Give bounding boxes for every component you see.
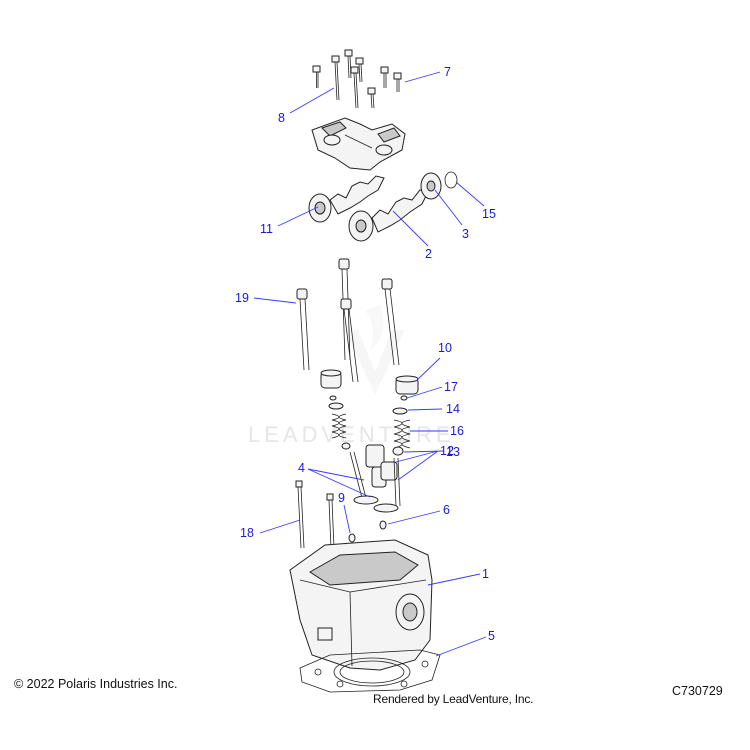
bolt-8b [331, 55, 340, 101]
callout-7: 7 [444, 65, 451, 79]
callout-8: 8 [278, 111, 285, 125]
callout-1: 1 [482, 567, 489, 581]
leader-17 [406, 386, 443, 399]
bolt-7c [367, 87, 376, 109]
bolt-8a [312, 65, 321, 88]
head-bolt-3 [340, 298, 359, 383]
retainer-right [392, 407, 408, 415]
camshaft-intake [308, 175, 385, 223]
valve-seal-left [341, 442, 351, 450]
head-bolt-1 [296, 288, 310, 371]
bolt-7b [393, 72, 402, 92]
leader-2 [392, 210, 429, 247]
leader-9 [343, 504, 351, 534]
cam-carrier [311, 117, 406, 171]
bolt-7a [380, 66, 389, 88]
valve-spring-right [393, 419, 411, 449]
leader-5 [435, 636, 487, 657]
leader-14 [407, 408, 443, 411]
head-gasket [299, 649, 441, 693]
callout-14: 14 [446, 402, 460, 416]
cam-sprocket [420, 172, 442, 200]
stud-bolt-2 [326, 493, 335, 549]
callout-19: 19 [235, 291, 249, 305]
cam-cap-bolts [312, 49, 402, 109]
callout-labels: 7 8 11 2 3 15 19 10 17 14 16 13 4 12 9 6… [235, 65, 496, 643]
leader-3 [434, 189, 463, 226]
leader-7 [404, 71, 441, 83]
head-bolts [296, 258, 400, 383]
leader-12b [395, 450, 439, 463]
callout-18: 18 [240, 526, 254, 540]
valve-guide-left [365, 444, 387, 488]
leader-6 [387, 510, 441, 525]
cylinder-head [289, 539, 433, 671]
keeper-right [400, 395, 408, 401]
retainer-left [328, 402, 344, 410]
keeper-left [329, 395, 337, 401]
valve-guide-right [380, 461, 398, 481]
leader-lines [253, 71, 487, 657]
rendered-by-text: Rendered by LeadVenture, Inc. [373, 692, 534, 706]
callout-15: 15 [482, 207, 496, 221]
watermark-logo-icon [345, 305, 405, 395]
callout-11: 11 [260, 222, 273, 236]
leader-19 [253, 297, 297, 304]
copyright-text: © 2022 Polaris Industries Inc. [14, 677, 178, 691]
leader-4b [307, 468, 371, 498]
callout-3: 3 [462, 227, 469, 241]
callout-17: 17 [444, 380, 458, 394]
leader-10 [415, 357, 441, 382]
callout-6: 6 [443, 503, 450, 517]
callout-5: 5 [488, 629, 495, 643]
callout-12: 12 [440, 444, 454, 458]
bolt-8e [350, 66, 359, 109]
leader-1 [427, 573, 481, 586]
callout-13: 13 [446, 445, 460, 459]
leader-11 [277, 206, 319, 227]
valve-spring-left [331, 413, 347, 439]
valve-train [320, 369, 419, 543]
valve-seal-right [392, 446, 404, 456]
head-bolt-4 [381, 278, 400, 366]
head-bolt-2 [338, 258, 351, 361]
stud-bolt-1 [295, 480, 305, 549]
stud-bolts [295, 480, 335, 549]
watermark-text: LEADVENTURE [248, 422, 455, 447]
bolt-8c [344, 49, 353, 79]
bolt-8d [355, 57, 364, 83]
o-ring-15 [444, 171, 458, 189]
callout-10: 10 [438, 341, 452, 355]
leader-8 [289, 87, 335, 114]
leader-18 [259, 519, 301, 534]
valve-right [373, 457, 401, 513]
bucket-tappet-right [395, 375, 419, 395]
callout-4: 4 [298, 461, 305, 475]
leader-12a [397, 450, 439, 481]
bucket-tappet-left [320, 369, 342, 389]
diagram-code: C730729 [672, 684, 723, 698]
dowel-9 [348, 533, 356, 543]
leader-4a [307, 468, 365, 481]
leader-15 [455, 181, 485, 207]
dowel-6 [379, 520, 387, 530]
watermark: LEADVENTURE [248, 305, 455, 447]
callout-9: 9 [338, 491, 345, 505]
callout-16: 16 [450, 424, 464, 438]
valve-left [349, 451, 379, 505]
callout-2: 2 [425, 247, 432, 261]
